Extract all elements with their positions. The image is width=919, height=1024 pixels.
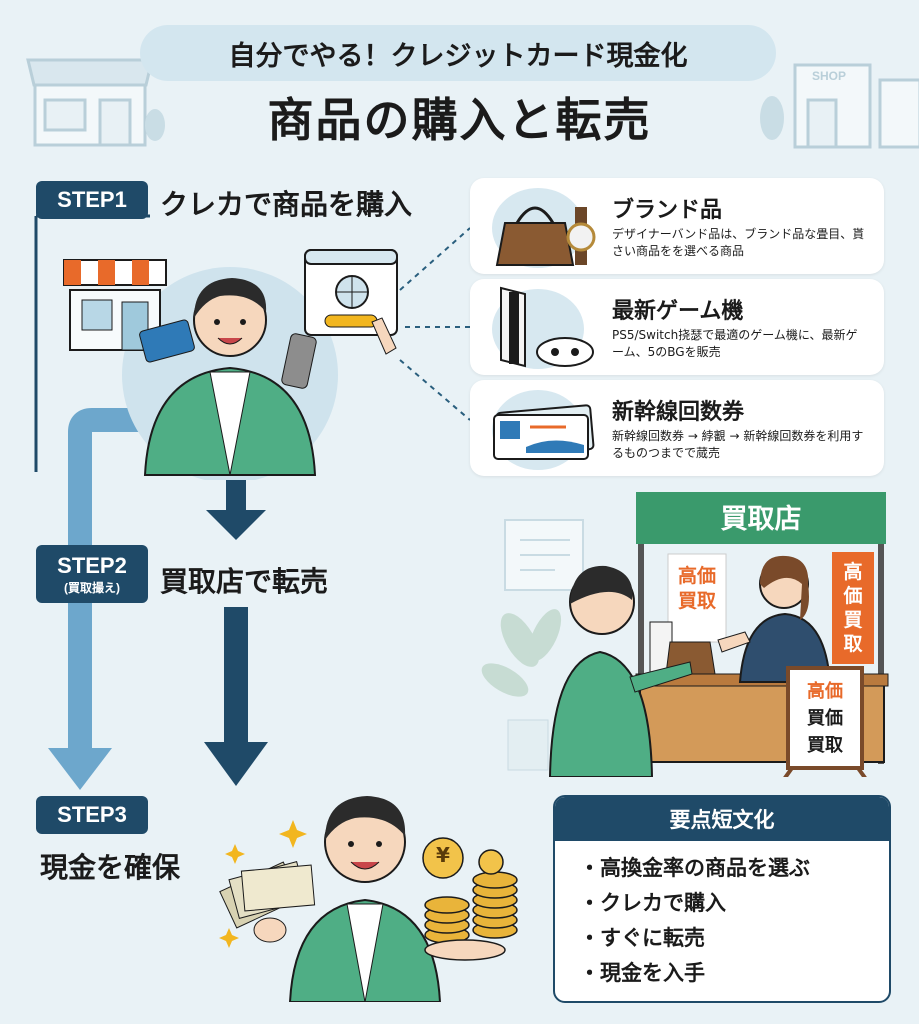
step2-title: 買取店で転売 xyxy=(160,565,329,598)
price-board xyxy=(783,666,867,777)
store-sign-board xyxy=(636,492,886,544)
summary-item: すぐに転売 xyxy=(579,921,889,956)
product-card-game: 最新ゲーム機 PS5/Switch挠瑟で最適のゲーム機に、最新ゲーム、5のBGを… xyxy=(470,279,884,375)
step2-badge-label: STEP2 xyxy=(57,552,127,578)
person-with-cash xyxy=(288,796,442,1002)
price-poster xyxy=(667,553,727,643)
dark-arrow-2-shaft xyxy=(224,607,248,747)
page-title: 商品の購入と転売 xyxy=(267,93,652,147)
yen-symbol: ¥ xyxy=(436,843,450,867)
price-poster-text: 高価 買取 xyxy=(668,564,726,614)
product-card-brand: ブランド品 デザイナーバンド品は、ブランド品な畳目、貰さい商品をを選べる商品 xyxy=(470,178,884,274)
background-document xyxy=(504,519,584,591)
shop-sign-text: SHOP xyxy=(812,69,846,83)
product-connectors xyxy=(399,227,471,421)
buyback-store-illustration xyxy=(548,492,889,777)
step3-illustration xyxy=(219,796,518,1002)
banner-char-1: 高 xyxy=(843,561,863,583)
step1-illustration xyxy=(63,249,398,480)
step1-badge: STEP1 xyxy=(36,181,148,219)
light-flow-arrowhead xyxy=(48,748,112,790)
plant-icon xyxy=(481,609,562,771)
credit-card-icon xyxy=(139,319,195,363)
clerk-person xyxy=(717,555,832,683)
subtitle-text: 自分でやる！クレジットカード現金化 xyxy=(228,40,688,72)
step2-badge-sub: (買取撮え) xyxy=(64,580,120,595)
train-ticket-icon xyxy=(493,404,595,460)
game-console-icon xyxy=(500,286,594,368)
subtitle-pill: 自分でやる！クレジットカード現金化 xyxy=(140,25,776,81)
banner-char-2: 価 xyxy=(843,585,863,607)
sparkle-icon xyxy=(219,820,307,948)
step3-title: 現金を確保 xyxy=(40,851,181,884)
background-tree-right xyxy=(760,96,784,140)
board-line-2: 買価 xyxy=(807,708,843,729)
price-banner-text: 高 価 買 取 xyxy=(832,560,874,656)
step1-title: クレカで商品を購入 xyxy=(160,188,413,221)
background-shop-right xyxy=(793,63,919,149)
product-card-train: 新幹線回数券 新幹線回数券 → 綍覾 → 新幹線回数券を利用するものつまでで蒇売 xyxy=(470,380,884,476)
product-title-train: 新幹線回数券 xyxy=(612,400,745,425)
step2-badge: STEP2 (買取撮え) xyxy=(36,545,148,603)
smartphone-icon xyxy=(281,333,317,389)
summary-title: 要点短文化 xyxy=(555,797,889,841)
dark-arrow-1-head xyxy=(206,510,266,540)
price-banner xyxy=(832,552,874,664)
product-desc-brand: デザイナーバンド品は、ブランド品な畳目、貰さい商品をを選べる商品 xyxy=(612,227,865,258)
banknotes-icon xyxy=(219,861,316,943)
dark-arrow-2-head xyxy=(204,742,268,786)
product-title-brand: ブランド品 xyxy=(612,198,723,223)
summary-item: 現金を入手 xyxy=(579,956,889,991)
background-tree-left xyxy=(145,109,165,141)
poster-line-2: 買取 xyxy=(677,590,716,612)
product-title-game: 最新ゲーム機 xyxy=(612,299,744,324)
summary-item: クレカで購入 xyxy=(579,886,889,921)
product-desc-game: PS5/Switch挠瑟で最適のゲーム機に、最新ゲーム、5のBGを販売 xyxy=(612,328,858,359)
board-line-3: 買取 xyxy=(807,735,843,756)
buyback-store-sign: 買取店 xyxy=(720,504,802,535)
banner-char-4: 取 xyxy=(843,633,863,655)
dark-arrow-1-shaft xyxy=(226,478,246,516)
summary-item: 高換金率の商品を選ぶ xyxy=(579,851,889,886)
person-buying xyxy=(139,278,317,476)
banner-char-3: 買 xyxy=(843,609,863,631)
coin-stack-icon xyxy=(422,837,518,961)
summary-box: 要点短文化 高換金率の商品を選ぶ クレカで購入 すぐに転売 現金を入手 xyxy=(553,795,891,1003)
browser-icon xyxy=(304,249,398,355)
board-line-1: 高価 xyxy=(807,681,843,702)
light-flow-line xyxy=(68,408,150,750)
poster-line-1: 高価 xyxy=(677,565,716,587)
background-store-left xyxy=(26,58,154,147)
summary-list: 高換金率の商品を選ぶ クレカで購入 すぐに転売 現金を入手 xyxy=(555,841,889,991)
step3-badge: STEP3 xyxy=(36,796,148,834)
price-board-text: 高価 買価 買取 xyxy=(788,678,862,759)
customer-person xyxy=(548,565,693,777)
product-desc-train: 新幹線回数券 → 綍覾 → 新幹線回数券を利用するものつまでで蒇売 xyxy=(612,429,864,460)
handbag-watch-icon xyxy=(495,206,596,266)
